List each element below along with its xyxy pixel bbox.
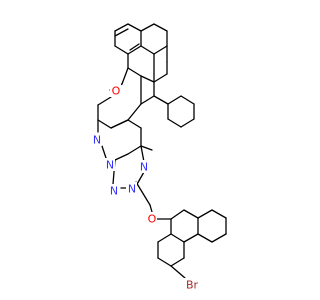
bond-line (129, 43, 140, 51)
bond-line (149, 204, 153, 213)
bond-line (167, 95, 182, 105)
atom-nitrogen-pyrimidine-bottom: N (104, 158, 115, 172)
bond-line (153, 95, 169, 105)
bond-line (114, 153, 129, 161)
bond-line (170, 257, 185, 267)
bond-line (127, 45, 142, 55)
bond-line (114, 28, 129, 37)
molecule-structure: O N N N N N (91, 23, 227, 292)
bond-line (114, 45, 129, 55)
bond-line (170, 233, 185, 243)
atom-nitrogen-triazole-right: N (126, 182, 137, 196)
bond-line (211, 209, 227, 219)
bond-line (114, 23, 129, 32)
bond-line (157, 257, 172, 267)
atom-ether-oxygen: O (146, 212, 157, 226)
bond-line (211, 233, 227, 243)
bond-line (127, 119, 142, 129)
bond-line (135, 181, 151, 206)
bond-line (197, 209, 213, 219)
bond-line (197, 233, 213, 243)
bond-line (153, 45, 168, 55)
bond-line (183, 233, 199, 243)
bond-line (153, 73, 168, 83)
bond-line (140, 145, 145, 163)
atom-ring-oxygen: O (110, 84, 121, 98)
bond-line (127, 103, 142, 121)
bond-line (97, 119, 112, 129)
atom-nitrogen-triazole-top: N (138, 160, 149, 174)
bond-line (127, 145, 142, 155)
bond-lines (97, 23, 227, 279)
bond-line (153, 23, 168, 32)
atom-nitrogen-triazole-left: N (108, 184, 119, 198)
pyrimidine-left-nitrogen-label: N (93, 134, 101, 147)
atom-labels: O N N N N N (91, 84, 202, 292)
bond-line (180, 95, 195, 105)
triazole-top-nitrogen-label: N (140, 161, 148, 174)
bond-line (97, 96, 112, 106)
atom-nitrogen-pyrimidine-left: N (91, 133, 102, 147)
bond-line (140, 95, 155, 105)
bond-line (140, 75, 155, 83)
bromine-label: Br (186, 279, 199, 292)
bond-line (140, 23, 155, 32)
ether-oxygen-label: O (148, 213, 157, 226)
molecule-diagram: O N N N N N (91, 23, 227, 292)
triazole-left-nitrogen-label: N (110, 185, 118, 198)
bond-line (101, 145, 107, 159)
bond-line (121, 67, 129, 85)
bond-line (167, 118, 182, 128)
bond-line (140, 145, 153, 151)
pyrimidine-bottom-nitrogen-label: N (106, 159, 114, 172)
bond-line (127, 67, 142, 77)
bond-line (170, 265, 186, 279)
bond-line (180, 118, 195, 128)
bond-line (183, 209, 199, 219)
bond-line (127, 23, 142, 32)
atom-bromine: Br (182, 278, 202, 292)
bond-line (110, 119, 129, 129)
bond-line (170, 209, 185, 220)
bond-line (140, 45, 155, 55)
bond-line (157, 233, 172, 243)
ring-oxygen-label: O (112, 85, 121, 98)
triazole-right-nitrogen-label: N (128, 183, 136, 196)
